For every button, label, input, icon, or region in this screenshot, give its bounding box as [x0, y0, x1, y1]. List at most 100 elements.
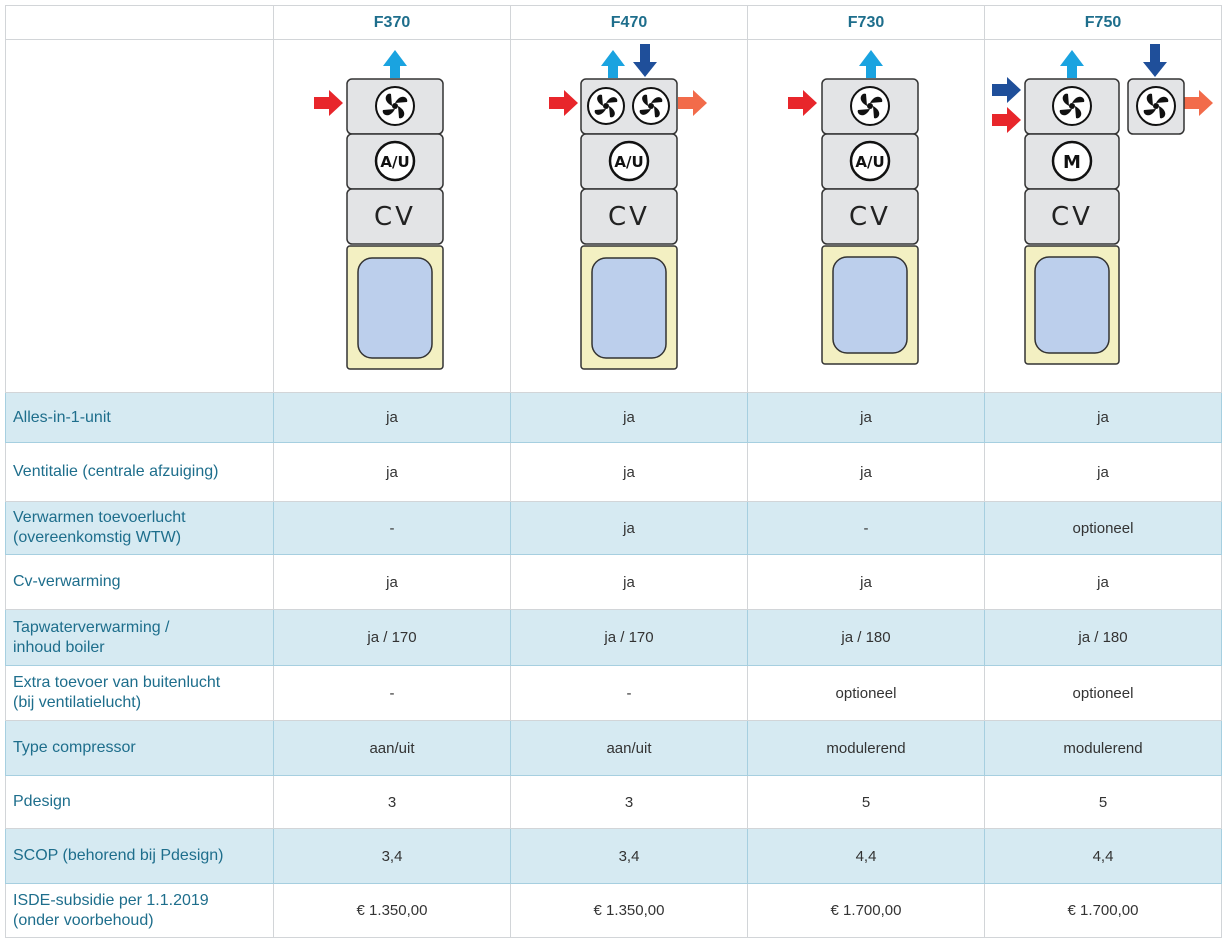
cell-f470: ja / 170 [510, 609, 748, 666]
cv-label: CV [374, 202, 416, 232]
row-label: Extra toevoer van buitenlucht (bij venti… [5, 665, 274, 721]
column-header-f750: F750 [984, 5, 1222, 40]
cell-f730: 4,4 [747, 828, 985, 884]
cv-module [580, 188, 678, 245]
cell-f730: ja / 180 [747, 609, 985, 666]
cell-f370: 3,4 [273, 828, 511, 884]
cell-f730: € 1.700,00 [747, 883, 985, 938]
cv-label: CV [1051, 202, 1093, 232]
exhaust-arrow-cyan [859, 50, 883, 78]
row-label: SCOP (behorend bij Pdesign) [5, 828, 274, 884]
unit-diagram-f470: A/U CV [549, 44, 707, 370]
cell-f370: € 1.350,00 [273, 883, 511, 938]
svg-text:A/U: A/U [614, 153, 643, 171]
cell-f370: ja [273, 554, 511, 610]
cell-f750: ja / 180 [984, 609, 1222, 666]
inlet-arrow-red [549, 90, 578, 116]
compressor-au-icon: A/U [849, 140, 891, 182]
row-label: Alles-in-1-unit [5, 392, 274, 443]
boiler-window [591, 257, 667, 359]
cell-f470: ja [510, 501, 748, 555]
cell-f750: ja [984, 392, 1222, 443]
table-row: ISDE-subsidie per 1.1.2019 (onder voorbe… [5, 883, 1222, 938]
cv-module [1024, 188, 1120, 245]
row-label: Pdesign [5, 775, 274, 829]
cell-f730: 5 [747, 775, 985, 829]
row-label: Tapwaterverwarming / inhoud boiler [5, 609, 274, 666]
diagram-cell-f470: A/U CV [510, 39, 748, 393]
inlet-arrow-red [788, 90, 817, 116]
cell-f730: optioneel [747, 665, 985, 721]
table-row: Extra toevoer van buitenlucht (bij venti… [5, 665, 1222, 721]
fan-icon [587, 87, 625, 125]
svg-text:M: M [1063, 152, 1081, 173]
cell-f370: 3 [273, 775, 511, 829]
diagram-empty-cell [5, 39, 274, 393]
fan-icon [1052, 86, 1092, 126]
cell-f370: ja / 170 [273, 609, 511, 666]
fan-icon [1136, 86, 1176, 126]
cell-f750: 4,4 [984, 828, 1222, 884]
exhaust-arrow-cyan [383, 50, 407, 78]
compressor-m-icon: M [1051, 140, 1093, 182]
supply-arrow-navy [1143, 44, 1167, 77]
boiler-window [357, 257, 433, 359]
cell-f730: ja [747, 392, 985, 443]
supply-arrow-navy [633, 44, 657, 77]
unit-diagram-f730: A/U CV [788, 50, 919, 365]
cell-f470: ja [510, 554, 748, 610]
row-label: Verwarmen toevoerlucht (overeenkomstig W… [5, 501, 274, 555]
header-empty-cell [5, 5, 274, 40]
cell-f470: ja [510, 392, 748, 443]
cell-f470: ja [510, 442, 748, 502]
exhaust-arrow-cyan [1060, 50, 1084, 78]
cell-f750: ja [984, 554, 1222, 610]
fan-icon [632, 87, 670, 125]
cell-f730: modulerend [747, 720, 985, 776]
unit-diagram-f750: M CV [992, 44, 1213, 365]
cell-f730: ja [747, 442, 985, 502]
column-header-f730: F730 [747, 5, 985, 40]
column-header-f370: F370 [273, 5, 511, 40]
cell-f750: modulerend [984, 720, 1222, 776]
fan-icon [375, 86, 415, 126]
compressor-au-icon: A/U [608, 140, 650, 182]
cv-module [346, 188, 444, 245]
cell-f470: € 1.350,00 [510, 883, 748, 938]
cell-f370: - [273, 501, 511, 555]
exhaust-arrow-cyan [601, 50, 625, 78]
cell-f370: ja [273, 392, 511, 443]
cv-label: CV [608, 202, 650, 232]
inlet-arrow-red [314, 90, 343, 116]
boiler-window [1034, 256, 1110, 354]
cell-f750: € 1.700,00 [984, 883, 1222, 938]
diagram-cell-f730: A/U CV [747, 39, 985, 393]
cell-f750: optioneel [984, 501, 1222, 555]
cell-f370: aan/uit [273, 720, 511, 776]
cell-f470: - [510, 665, 748, 721]
cell-f470: 3,4 [510, 828, 748, 884]
diagram-row: A/U CV A/U CV [5, 39, 1222, 393]
outlet-arrow-orange [1184, 90, 1213, 116]
inlet-arrow-navy [992, 77, 1021, 103]
fan-icon [850, 86, 890, 126]
cell-f370: ja [273, 442, 511, 502]
cv-label: CV [849, 202, 891, 232]
cell-f750: 5 [984, 775, 1222, 829]
svg-text:A/U: A/U [380, 153, 409, 171]
cell-f470: 3 [510, 775, 748, 829]
row-label: ISDE-subsidie per 1.1.2019 (onder voorbe… [5, 883, 274, 938]
row-label: Cv-verwarming [5, 554, 274, 610]
comparison-table: F370 F470 F730 F750 A/U CV [5, 5, 1222, 938]
svg-text:A/U: A/U [855, 153, 884, 171]
boiler-window [832, 256, 908, 354]
diagram-cell-f750: M CV [984, 39, 1222, 393]
cell-f370: - [273, 665, 511, 721]
